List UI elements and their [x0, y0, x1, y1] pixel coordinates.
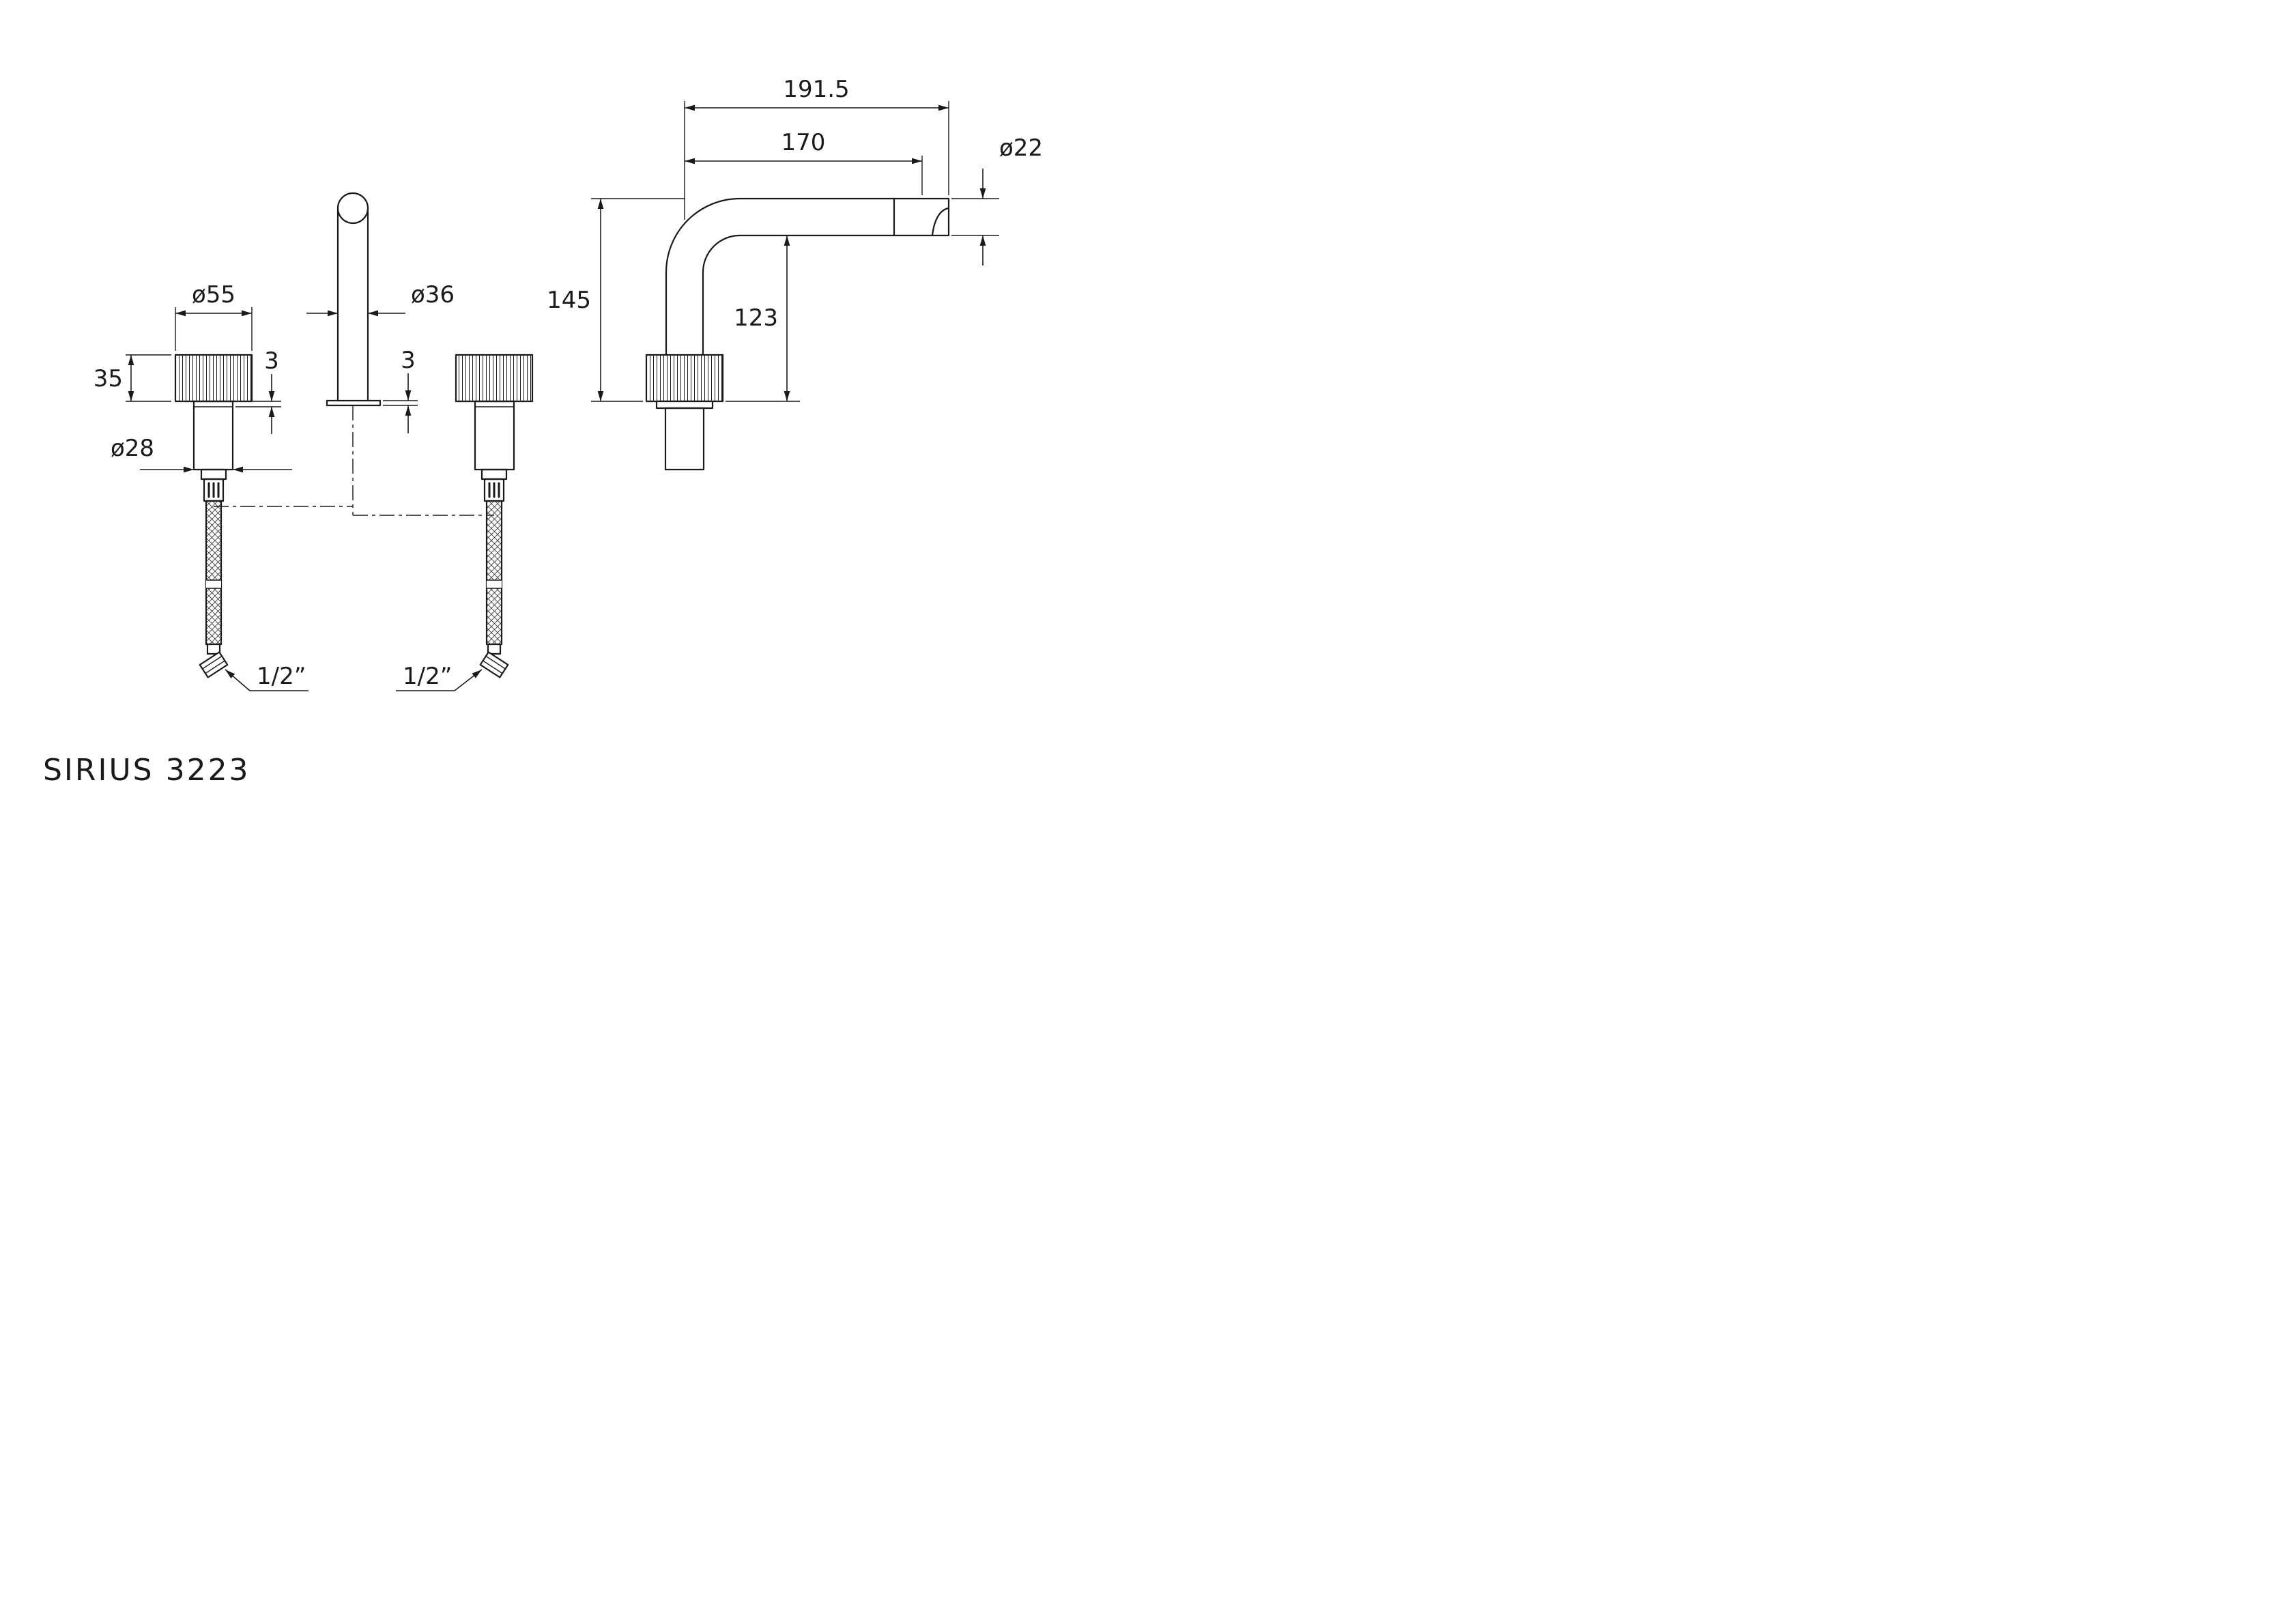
- hose-right: [479, 478, 509, 678]
- dim-spout-base: 3: [383, 347, 418, 433]
- handle-right-base: [474, 400, 515, 471]
- dim-spout-diameter-label: ø36: [411, 281, 455, 308]
- dim-base-diameter-label: ø28: [111, 435, 154, 462]
- handle-side-knurl: [645, 354, 724, 403]
- spout-front: [326, 192, 382, 407]
- spout-bend-inner: [702, 234, 741, 274]
- handle-right-collar: [480, 468, 508, 480]
- dim-thread-left-label: 1/2”: [257, 663, 306, 690]
- hose-right-nut: [479, 651, 509, 678]
- handle-side-flange: [655, 400, 714, 410]
- front-dimensions: ø55 35 3 3: [94, 281, 483, 691]
- handle-left-collar: [200, 468, 227, 480]
- hose-right-braid: [485, 500, 503, 646]
- dim-handle-trim-label: 3: [264, 347, 279, 375]
- dim-spout-diameter: ø36: [306, 281, 455, 317]
- handle-left-base: [192, 400, 234, 471]
- dim-tube-diameter-label: ø22: [999, 134, 1043, 162]
- drawing-sheet: ø55 35 3 3: [0, 0, 1148, 811]
- aerator-cut: [931, 207, 950, 237]
- spout-base-flange: [326, 399, 382, 407]
- handle-left-knurl: [174, 354, 253, 403]
- hose-left-braid: [205, 500, 223, 646]
- spout-top-ellipse: [336, 192, 369, 225]
- handle-right-knurl: [455, 354, 534, 403]
- handle-side-stem: [664, 407, 705, 471]
- dim-thread-right-label: 1/2”: [403, 663, 452, 690]
- dim-thread-left: 1/2”: [225, 663, 308, 691]
- faucet-technical-drawing: ø55 35 3 3: [43, 76, 1043, 788]
- dim-base-diameter: ø28: [111, 435, 292, 473]
- dim-thread-right: 1/2”: [396, 663, 483, 691]
- dim-handle-height-label: 35: [94, 365, 123, 392]
- centerlines: [214, 405, 494, 516]
- dim-handle-diameter: ø55: [175, 281, 253, 351]
- side-dimensions: 191.5 170 ø22 145: [547, 76, 1043, 402]
- handle-right: [455, 354, 534, 480]
- hose-left-nut: [199, 651, 229, 678]
- handle-side: [645, 354, 724, 471]
- dim-reach-overall-label: 191.5: [783, 76, 849, 103]
- front-view: ø55 35 3 3: [94, 192, 534, 691]
- dim-height-label: 145: [547, 287, 591, 314]
- spout-bend-outer: [665, 197, 741, 274]
- dim-handle-trim: 3: [235, 347, 281, 434]
- drawing-title: SIRIUS 3223: [43, 753, 250, 788]
- dim-reach: 170: [685, 129, 923, 195]
- dim-tube-diameter: ø22: [951, 134, 1043, 265]
- dim-reach-label: 170: [781, 129, 826, 156]
- dim-spout-base-label: 3: [401, 347, 416, 374]
- dim-underside-height-label: 123: [734, 304, 778, 332]
- spout-side: [665, 197, 950, 356]
- dim-underside-height: 123: [726, 235, 800, 402]
- side-view: 191.5 170 ø22 145: [547, 76, 1043, 471]
- handle-left: [174, 354, 253, 480]
- dim-height: 145: [547, 198, 685, 402]
- dim-handle-diameter-label: ø55: [192, 281, 235, 308]
- hose-left: [199, 478, 229, 678]
- dim-handle-height: 35: [94, 354, 171, 402]
